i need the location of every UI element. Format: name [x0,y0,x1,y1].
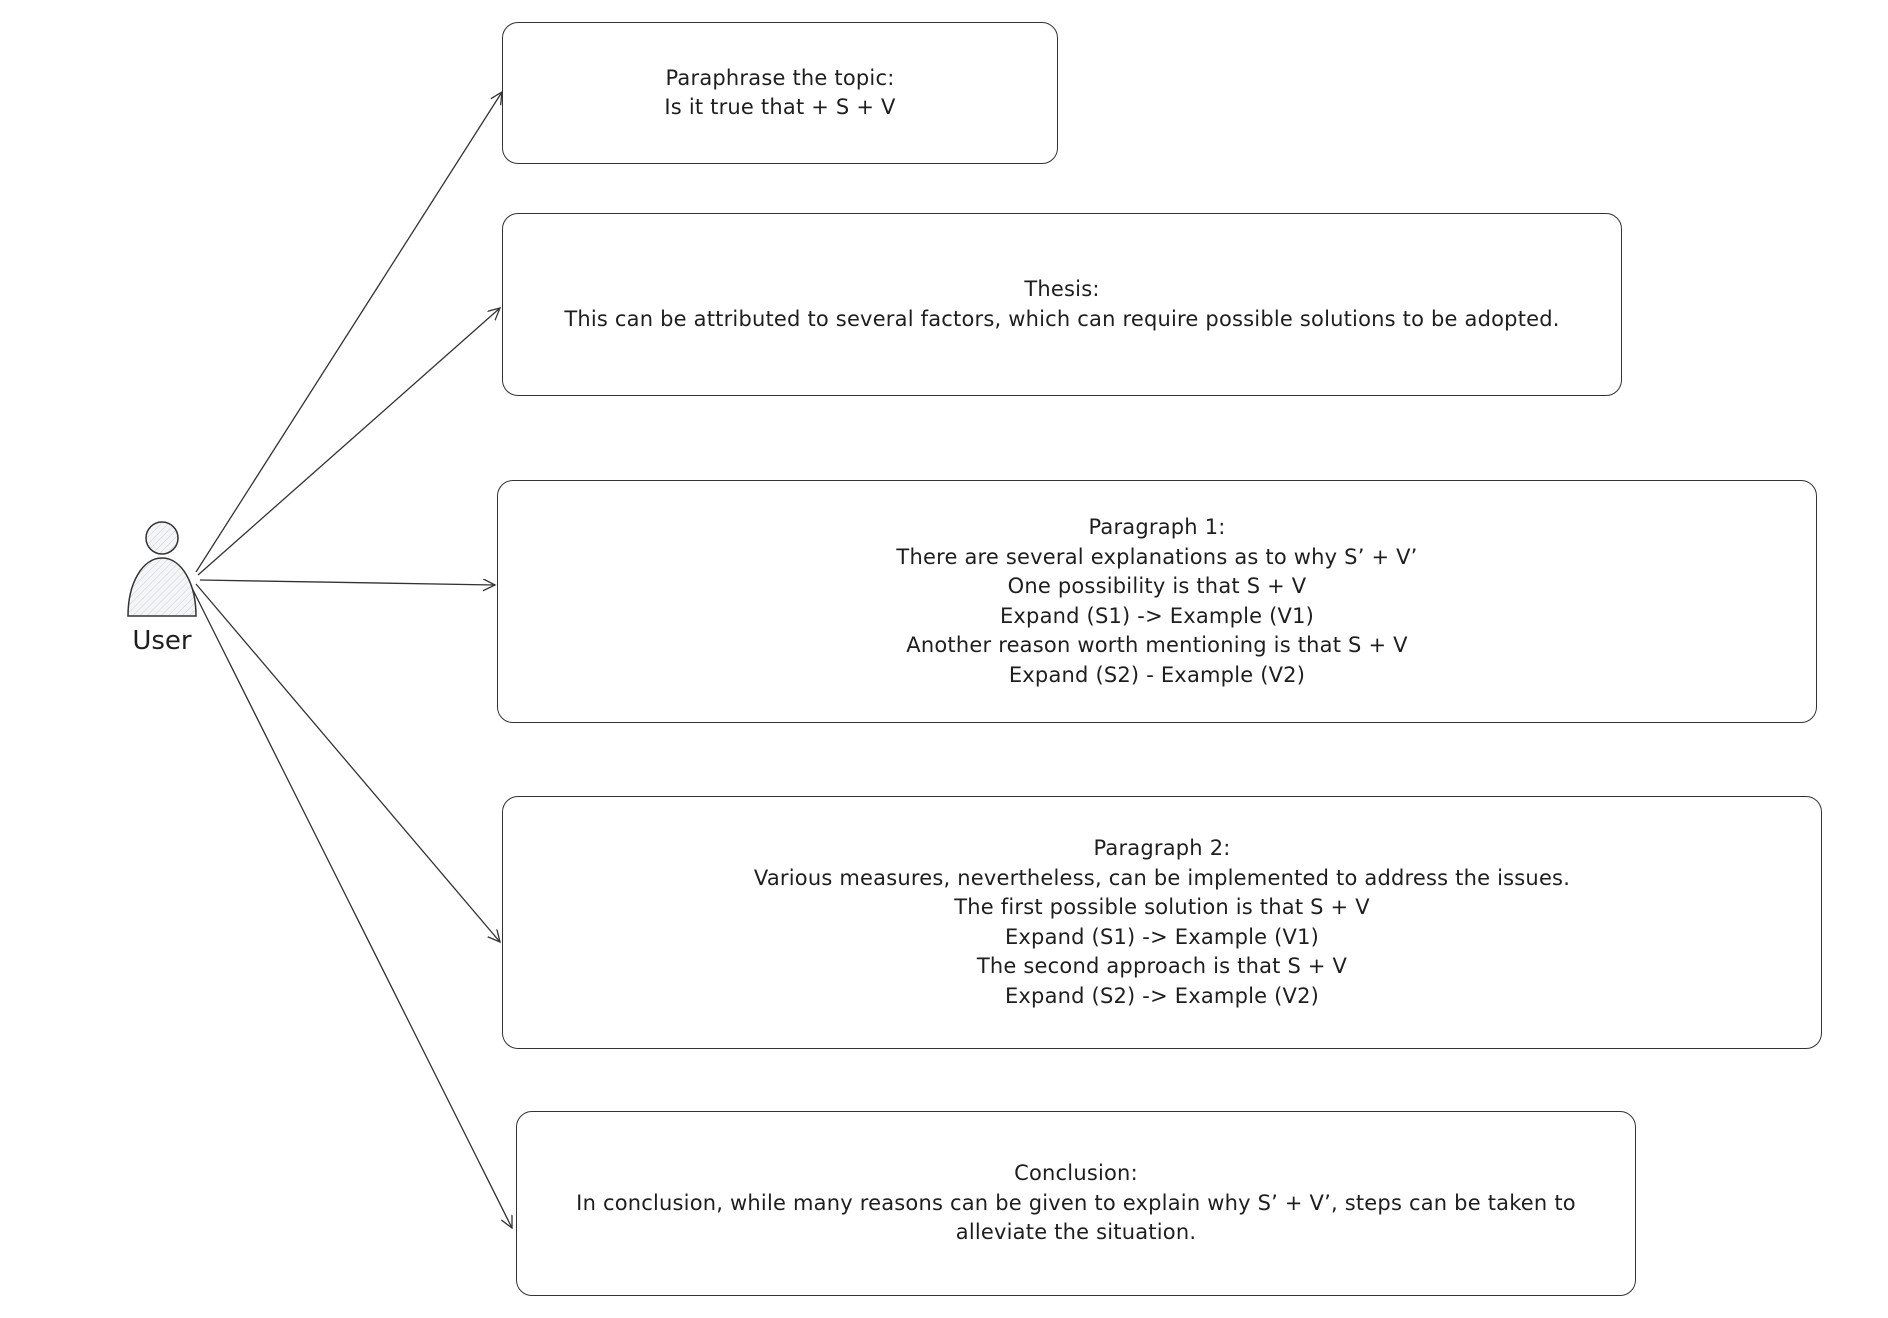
conclusion-line: Conclusion: [1014,1161,1138,1186]
paragraph1-line: Paragraph 1: [1088,515,1226,539]
paragraph1-line: Expand (S2) - Example (V2) [1008,662,1306,687]
topic-line: Paraphrase the topic: [665,65,895,90]
thesis-line: Thesis: [1024,277,1100,301]
paragraph2-box[interactable]: Paragraph 2: Various measures, neverthel… [502,796,1822,1049]
user-icon[interactable] [122,520,204,620]
arrow-to-paragraph2 [195,583,500,942]
paragraph1-box[interactable]: Paragraph 1: There are several explanati… [497,480,1817,723]
user-label: User [132,626,192,656]
paragraph1-text: Paragraph 1: There are several explanati… [896,513,1417,690]
user-icon-body [127,557,197,617]
arrow-to-conclusion [191,587,512,1228]
conclusion-box[interactable]: Conclusion: In conclusion, while many re… [516,1111,1636,1296]
arrow-to-thesis [197,308,500,576]
paragraph1-line: Another reason worth mentioning is that … [906,633,1408,657]
paragraph2-text: Paragraph 2: Various measures, neverthel… [754,834,1570,1011]
paragraph1-line: There are several explanations as to why… [896,544,1418,569]
paragraph2-line: The first possible solution is that S + … [954,895,1370,919]
thesis-box[interactable]: Thesis: This can be attributed to severa… [502,213,1622,396]
conclusion-line: alleviate the situation. [955,1220,1197,1245]
conclusion-line: In conclusion, while many reasons can be… [576,1190,1576,1215]
paragraph1-line: One possibility is that S + V [1007,574,1307,598]
paragraph2-line: The second approach is that S + V [976,954,1348,978]
topic-line: Is it true that + S + V [664,95,896,119]
arrow-to-topic [195,92,502,573]
paragraph2-line: Various measures, nevertheless, can be i… [753,865,1571,890]
conclusion-text: Conclusion: In conclusion, while many re… [576,1159,1576,1248]
paragraph2-line: Expand (S1) -> Example (V1) [1004,924,1320,949]
thesis-line: This can be attributed to several factor… [564,306,1560,331]
thesis-text: Thesis: This can be attributed to severa… [564,275,1559,334]
arrow-to-paragraph1 [199,580,495,585]
topic-box[interactable]: Paraphrase the topic: Is it true that + … [502,22,1058,164]
topic-text: Paraphrase the topic: Is it true that + … [664,64,895,123]
paragraph2-line: Paragraph 2: [1093,836,1231,860]
paragraph2-line: Expand (S2) -> Example (V2) [1004,983,1320,1008]
user-icon-head [145,521,179,555]
paragraph1-line: Expand (S1) -> Example (V1) [999,603,1315,628]
